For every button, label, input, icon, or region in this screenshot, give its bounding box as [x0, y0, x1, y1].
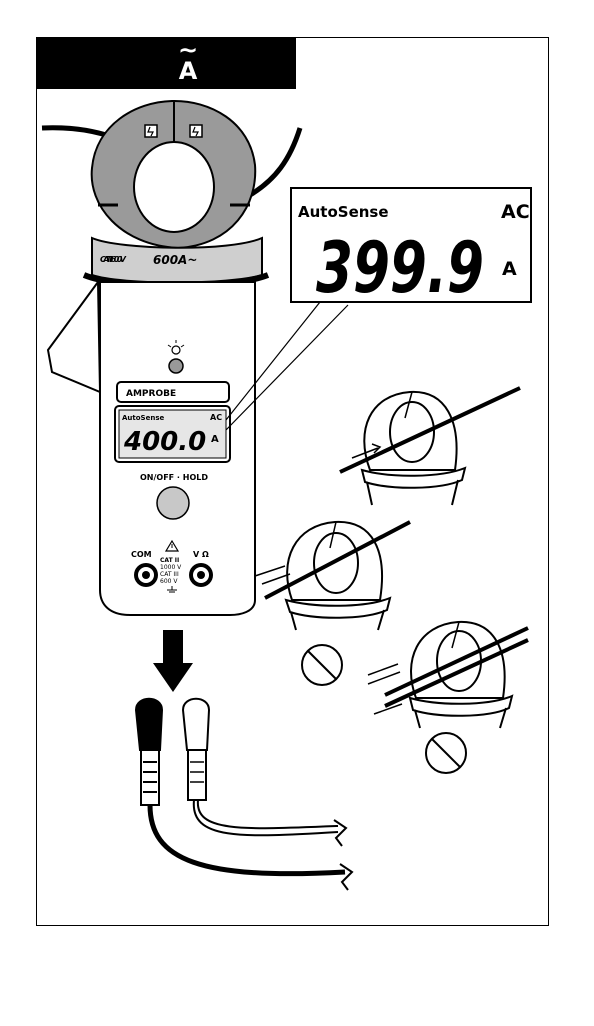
power-hold-label: ON/OFF · HOLD — [140, 473, 208, 482]
jaw-cat-label: CAT III 600V — [100, 255, 127, 264]
ac-tilde-icon: ~ — [177, 36, 199, 64]
red-test-lead — [181, 697, 348, 847]
cat-line-4: 600 V — [160, 578, 178, 585]
jaw-rating-label: 600A~ — [153, 253, 197, 267]
jaw-warning-icon-left — [144, 124, 158, 138]
wrong-clamp-example-1 — [254, 520, 411, 686]
meter-lcd — [118, 409, 227, 459]
callout-line-top — [225, 301, 321, 421]
brand-logo: AMPROBE — [126, 389, 176, 399]
power-hold-button[interactable] — [156, 486, 190, 520]
black-test-lead — [134, 697, 354, 891]
function-header — [36, 37, 296, 89]
cat-line-3: CAT III — [160, 571, 179, 578]
com-jack[interactable] — [134, 563, 158, 587]
callout-line-bottom — [225, 304, 349, 431]
ac-amps-mode-symbol: ~ A — [168, 36, 208, 85]
correct-clamp-example — [339, 386, 521, 506]
jaw-warning-icon-right — [189, 124, 203, 138]
warning-triangle-icon — [164, 539, 180, 552]
ground-icon — [167, 586, 177, 593]
brand-strip — [116, 381, 230, 403]
backlight-icon — [167, 340, 185, 374]
wrong-clamp-example-2 — [367, 620, 529, 774]
enlarged-display-mode: AutoSense — [298, 203, 389, 221]
enlarged-display-unit: A — [502, 258, 517, 280]
jaw-trigger — [46, 279, 102, 394]
cat-line-1: CAT II — [160, 557, 179, 564]
meter-lcd-value: 400.0 — [123, 427, 206, 457]
meter-lcd-type: AC — [210, 413, 222, 422]
enlarged-display — [290, 187, 532, 303]
enlarged-display-type: AC — [501, 201, 530, 223]
down-arrow-icon — [153, 630, 193, 692]
meter-lcd-mode: AutoSense — [122, 414, 164, 422]
meter-lcd-unit: A — [211, 434, 219, 445]
vohm-label: V Ω — [193, 550, 209, 559]
enlarged-display-value: 399.9 — [316, 227, 484, 309]
cat-line-2: 1000 V — [160, 564, 182, 571]
clamp-jaw — [90, 99, 257, 250]
com-label: COM — [131, 550, 152, 559]
vohm-jack[interactable] — [189, 563, 213, 587]
amps-letter: A — [178, 57, 198, 85]
